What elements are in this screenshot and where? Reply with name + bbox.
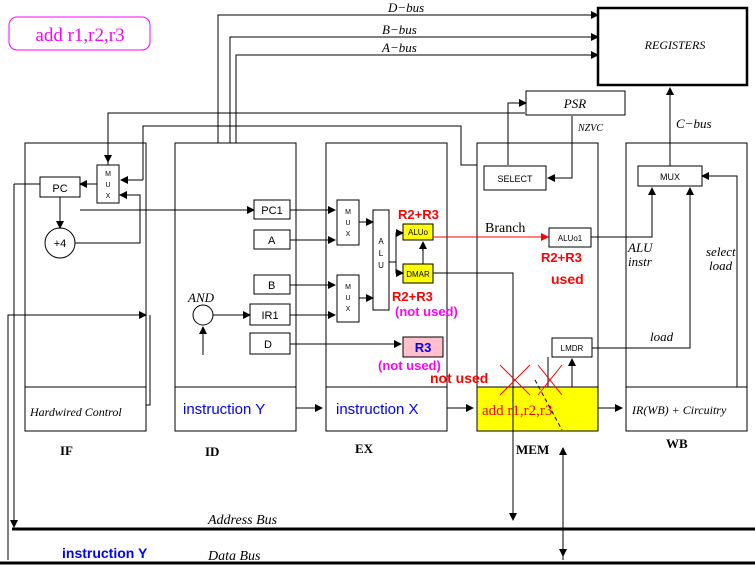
- aluo-value: R2+R3: [398, 207, 439, 222]
- c-bus-label: C−bus: [676, 116, 712, 131]
- aluo1-label: ALUo1: [558, 234, 583, 243]
- ex-mux-bottom-m: M: [345, 284, 351, 291]
- id-wires: [199, 206, 402, 355]
- ex-mux-top-m: M: [345, 209, 351, 216]
- select-load-label-1: select: [706, 244, 736, 259]
- dmar-label: DMAR: [406, 270, 430, 279]
- load-label: load: [650, 329, 674, 344]
- ex-wires: [296, 218, 517, 521]
- address-bus-label: Address Bus: [207, 513, 278, 528]
- branch-label: Branch: [485, 221, 525, 236]
- wb-mux-label: MUX: [660, 172, 680, 182]
- title-text: add r1,r2,r3: [35, 25, 124, 46]
- and-label: AND: [187, 290, 215, 305]
- ir1-label: IR1: [261, 310, 278, 322]
- ex-mux-bottom-x: X: [346, 306, 351, 313]
- stage-mem: MEM: [516, 442, 549, 457]
- d-bus-label: D−bus: [387, 0, 424, 15]
- lmdr-label: LMDR: [561, 344, 584, 353]
- bus-instruction-label: instruction Y: [62, 545, 148, 561]
- if-wires: [7, 112, 509, 560]
- mem-content-box: [476, 386, 599, 432]
- data-bus-label: Data Bus: [207, 549, 261, 564]
- nzvc-label: NZVC: [577, 123, 603, 134]
- stage-if: IF: [60, 443, 73, 458]
- ex-content: instruction X: [336, 401, 419, 418]
- b-bus-label: B−bus: [382, 22, 417, 37]
- alu-u: U: [378, 261, 384, 270]
- aluo1-value: R2+R3: [541, 250, 582, 265]
- wb-wires: [507, 87, 738, 387]
- stage-wb: WB: [666, 436, 688, 451]
- alu-block: [372, 209, 390, 311]
- and-gate: [192, 304, 214, 326]
- registers-block: [596, 6, 749, 87]
- aluo1-note: used: [551, 271, 584, 287]
- a-bus-label: A−bus: [381, 40, 417, 55]
- stage-labels: IF ID EX MEM WB: [60, 436, 688, 459]
- alu-instr-label-2: instr: [628, 254, 653, 269]
- wb-content: IR(WB) + Circuitry: [631, 403, 727, 417]
- plus4-label: +4: [54, 238, 67, 250]
- psr-label: PSR: [563, 96, 586, 111]
- select-block: [483, 165, 547, 191]
- mem-content: add r1,r2,r3: [482, 403, 552, 419]
- pc1-label: PC1: [261, 205, 282, 217]
- aluo-label: ALUo: [408, 228, 429, 237]
- ex-mux-bottom-u: U: [345, 295, 350, 302]
- alu-instr-label-1: ALU: [627, 240, 654, 255]
- pc-label: PC: [52, 183, 67, 195]
- dmar-value: R2+R3: [392, 289, 433, 304]
- not-used-label: not used: [430, 370, 488, 386]
- r3-register: [402, 336, 444, 358]
- title-box: [8, 16, 151, 51]
- r3-note: (not used): [378, 358, 441, 373]
- ex-mux-top-u: U: [345, 220, 350, 227]
- id-content: instruction Y: [183, 401, 265, 418]
- r3-label: R3: [415, 340, 432, 355]
- if-mux-u: U: [105, 182, 110, 189]
- unused-path-marks: [499, 360, 563, 431]
- select-load-label-2: load: [709, 258, 733, 273]
- stage-ex: EX: [355, 441, 374, 456]
- stage-id: ID: [205, 444, 219, 459]
- dmar-note: (not used): [395, 304, 458, 319]
- b-label: B: [268, 280, 275, 292]
- alu-l: L: [379, 249, 384, 258]
- alu-a: A: [378, 237, 384, 246]
- if-content: Hardwired Control: [29, 405, 122, 419]
- ex-mux-top-x: X: [346, 231, 351, 238]
- d-label: D: [264, 339, 272, 351]
- registers-label: REGISTERS: [644, 38, 706, 52]
- select-label: SELECT: [497, 174, 533, 184]
- a-label: A: [268, 235, 276, 247]
- if-mux-x: X: [106, 193, 111, 200]
- if-mux-m: M: [105, 171, 111, 178]
